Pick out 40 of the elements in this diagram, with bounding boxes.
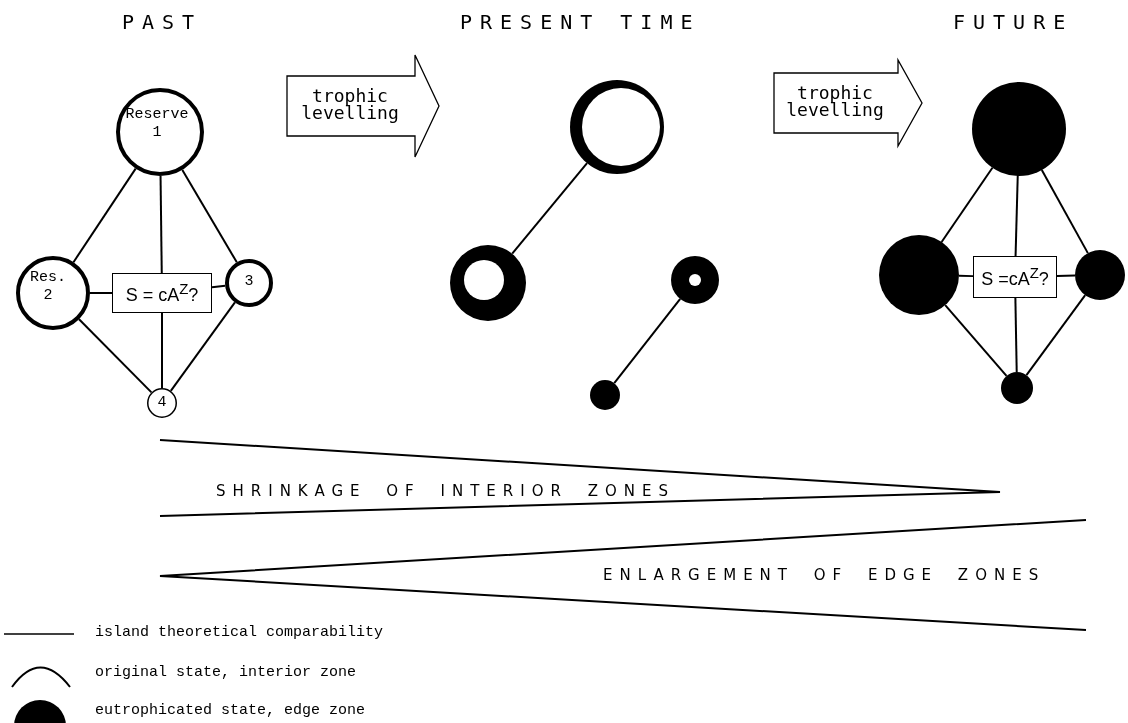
island-ring [450,245,526,321]
connector-line [1056,274,1076,277]
connector-line [161,312,163,389]
island-circle: 4 [147,388,177,418]
connector-line [78,318,153,394]
connector-line [940,166,994,243]
connector-line [1014,297,1018,373]
formula-box: S =cA$^{Z}$? [973,256,1057,298]
wedge-drawing: SHRINKAGE OF INTERIOR ZONES [158,438,1002,518]
connector-line [169,301,236,392]
island-disc [879,235,959,315]
connector-line [944,304,1008,377]
reserve-circle: Reserve 1 [116,88,204,176]
connector-line [1014,175,1019,257]
legend-text: eutrophicated state, edge zone [95,702,366,719]
connector-line [1040,169,1089,255]
connector-line [89,292,113,294]
connector-line [211,284,227,289]
column-heading: FUTURE [953,10,1074,34]
island-disc [1075,250,1125,300]
connector-line [613,297,682,385]
connector-line [1025,294,1087,377]
connector-line [181,168,238,264]
connector-line [958,274,974,278]
island-circle: 3 [225,259,273,307]
island-disc [1001,372,1033,404]
column-heading: PAST [122,10,203,34]
block-arrow: trophic levelling [774,60,922,146]
formula-box: S = cA$^{Z}$? [112,273,212,313]
block-arrow: trophic levelling [287,55,439,157]
reserve-circle: Res. 2 [16,256,90,330]
island-disc [972,82,1066,176]
legend-text: original state, interior zone [95,664,357,681]
connector-line [159,175,163,274]
connector-line [72,167,137,264]
island-ring [570,80,664,174]
island-disc [590,380,620,410]
column-heading: PRESENT TIME [460,10,701,34]
island-ring [671,256,719,304]
connector-line [511,162,589,255]
